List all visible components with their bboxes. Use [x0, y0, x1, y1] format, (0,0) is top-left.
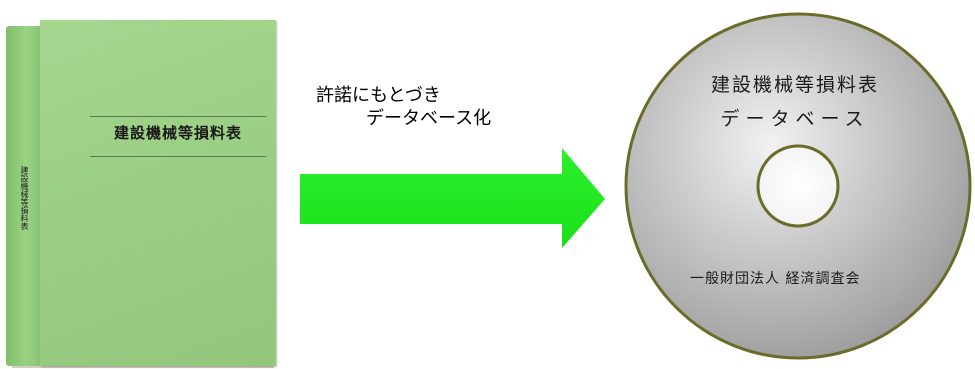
- cd-disc-image: [624, 12, 972, 360]
- book-image: 建設機械等損料表 建設機械等損料表: [6, 20, 276, 368]
- book-cover: 建設機械等損料表: [40, 20, 276, 366]
- disc-subtitle: データベース: [720, 108, 870, 130]
- book-spine-title: 建設機械等損料表: [20, 166, 29, 230]
- right-arrow-icon: [300, 148, 605, 248]
- caption-line-1: 許諾にもとづき: [316, 85, 441, 106]
- caption-line-2: データベース化: [366, 108, 492, 129]
- book-title-rule-top: [90, 116, 266, 117]
- disc-title: 建設機械等損料表: [710, 74, 879, 96]
- disc-publisher: 一般財団法人 経済調査会: [690, 271, 861, 287]
- book-cover-title: 建設機械等損料表: [113, 124, 242, 142]
- book-title-rule-bottom: [90, 156, 266, 157]
- book-spine: 建設機械等損料表: [6, 26, 42, 366]
